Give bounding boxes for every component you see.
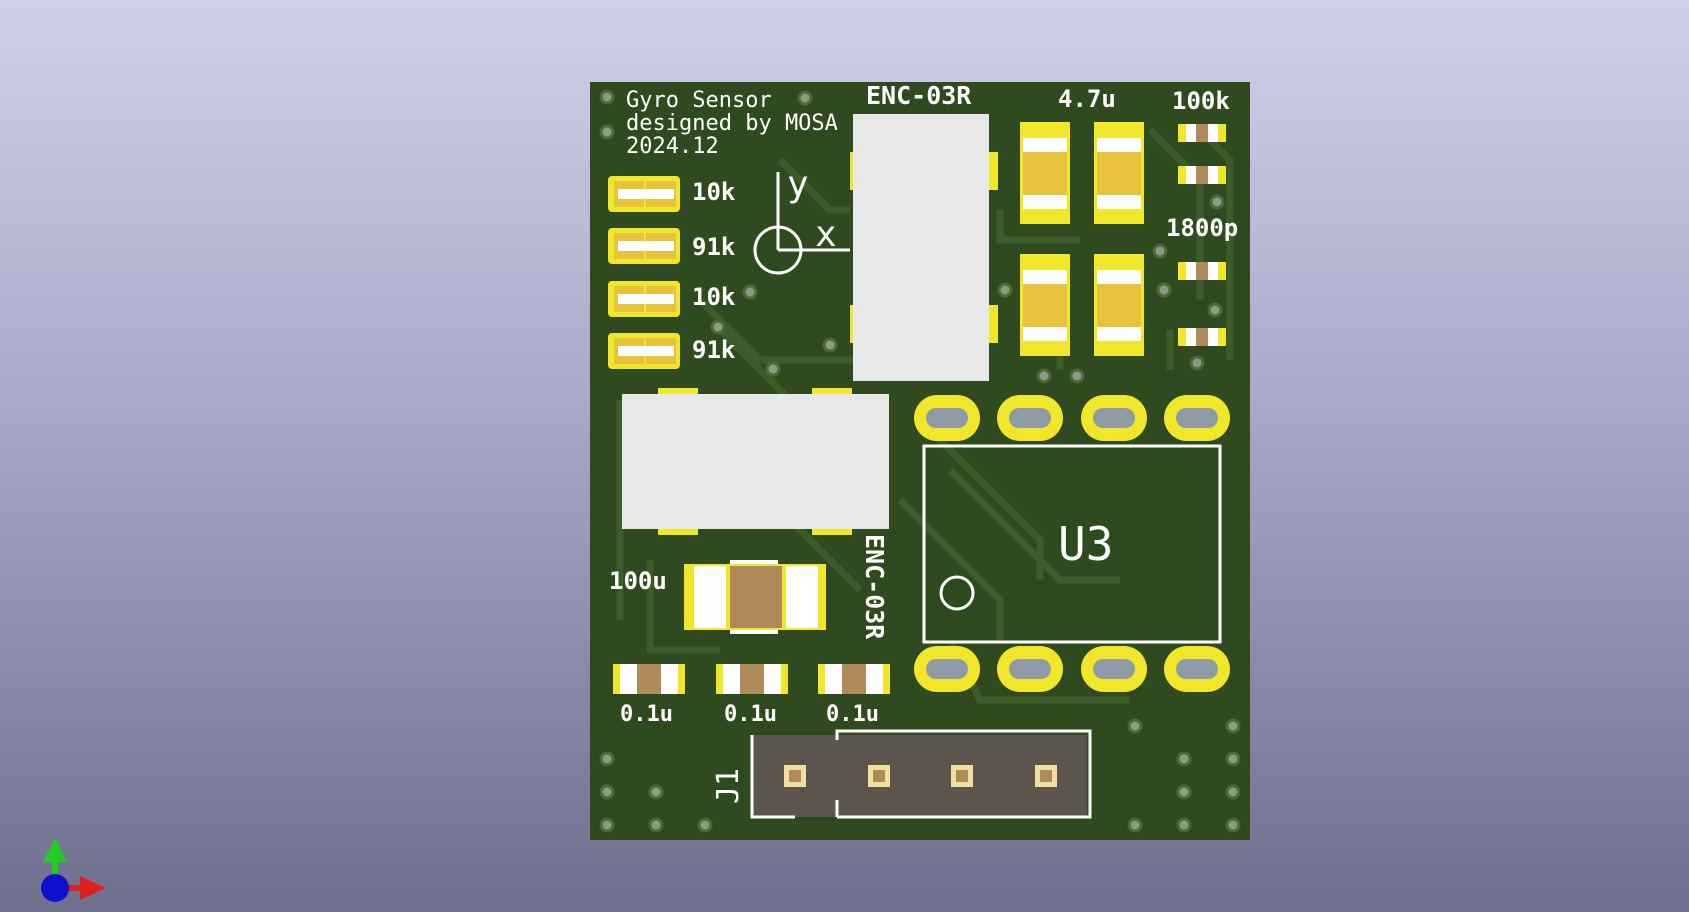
capacitor-4u7-3[interactable] [1020,254,1070,356]
title-line-2: designed by MOSA [626,111,838,136]
capacitor-4u7-1[interactable] [1020,122,1070,224]
axis-marker [753,172,850,275]
resistor-r1[interactable] [608,176,680,212]
j1-outline [750,729,1092,819]
u3-pads-top [914,395,1230,441]
r2-label: 91k [692,233,736,261]
capacitor-100u[interactable] [684,560,826,634]
vias [599,89,1241,833]
r1-label: 10k [692,178,736,206]
j1-connector-body[interactable] [752,735,1087,817]
enc-03r-top-body[interactable] [853,114,989,381]
resistor-r3[interactable] [608,281,680,317]
enc-side-label: ENC-03R [860,534,889,640]
title-line-1: Gyro Sensor [626,88,772,113]
capacitor-4u7-2[interactable] [1094,122,1144,224]
j1-label: J1 [711,768,746,804]
title-line-3: 2024.12 [626,134,719,159]
resistor-r2[interactable] [608,228,680,264]
c3-label: 0.1u [826,702,879,727]
c2-label: 0.1u [724,702,777,727]
u3-label: U3 [1058,517,1113,571]
r-100k-label: 100k [1172,87,1230,115]
xyz-axis-icon[interactable] [41,838,106,902]
axis-y-label: y [787,164,809,205]
capacitor-4u7-4[interactable] [1094,254,1144,356]
capacitor-0u1-3[interactable] [818,664,890,694]
axis-x-label: x [815,214,837,255]
j1-pins [784,765,1057,787]
resistor-100k-2[interactable] [1178,166,1226,184]
u3-pads-bottom [914,646,1230,692]
capacitor-0u1-2[interactable] [716,664,788,694]
c-1800p-label: 1800p [1166,214,1238,242]
capacitor-1800p-1[interactable] [1178,262,1226,280]
r3-label: 10k [692,283,736,311]
enc-top-label: ENC-03R [866,81,972,110]
u3-outline[interactable] [922,444,1222,644]
c1-label: 0.1u [620,702,673,727]
resistor-r4[interactable] [608,333,680,369]
resistor-100k-1[interactable] [1178,124,1226,142]
capacitor-0u1-1[interactable] [613,664,685,694]
r4-label: 91k [692,336,736,364]
enc-03r-side-body[interactable] [622,394,889,529]
c-100u-label: 100u [609,567,667,595]
copper-traces [616,127,1234,704]
c-4u7-label: 4.7u [1058,85,1116,113]
capacitor-1800p-2[interactable] [1178,328,1226,346]
u3-pin1-marker [939,575,975,611]
